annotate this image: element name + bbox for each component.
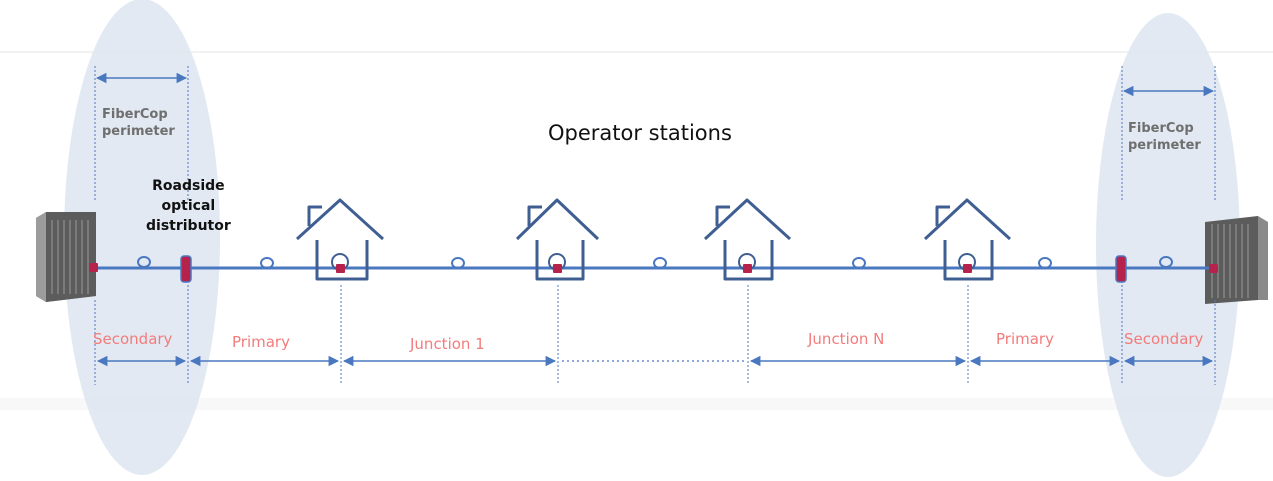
server-rack-icon [36, 212, 96, 302]
perimeter-label-right-line1: FiberCop [1128, 121, 1194, 136]
distributor-label-line1: Roadside [152, 178, 225, 194]
cable-coil-icon [653, 257, 667, 269]
perimeter-label-left-line2: perimeter [102, 124, 175, 139]
cable-coil-icon [1038, 257, 1052, 269]
segment-label-primary-right: Primary [996, 330, 1054, 348]
segment-label-primary-left: Primary [232, 333, 290, 351]
perimeter-dimension-left [94, 66, 189, 200]
node-icon [743, 264, 752, 273]
cable-coil-icon [852, 257, 866, 269]
distributor-label-line3: distributor [146, 218, 231, 234]
node-icon [89, 263, 98, 272]
server-rack-icon [1205, 216, 1268, 304]
cable-coil-icon [260, 257, 274, 269]
distributor-label-line2: optical [161, 198, 216, 214]
segment-label-secondary-left: Secondary [93, 330, 173, 348]
node-icon [963, 264, 972, 273]
segment-label-junction-n: Junction N [808, 330, 885, 348]
segment-label-junction-1: Junction 1 [410, 335, 485, 353]
node-icon [336, 264, 345, 273]
perimeter-label-left-line1: FiberCop [102, 107, 168, 122]
house-icon [295, 198, 385, 281]
segment-ticks [94, 285, 1216, 385]
perimeter-label-right-line2: perimeter [1128, 138, 1201, 153]
cable-coil-icon [1159, 256, 1173, 268]
perimeter-label-left: FiberCop perimeter [102, 106, 175, 140]
perimeter-label-right: FiberCop perimeter [1128, 120, 1201, 154]
splice-box-icon [1115, 255, 1127, 283]
bottom-band [0, 398, 1273, 410]
node-icon [553, 264, 562, 273]
node-icon [1209, 264, 1218, 273]
house-icon [515, 198, 600, 281]
splice-box-icon [180, 255, 192, 283]
distributor-label: Roadside optical distributor [146, 176, 231, 236]
house-icon [703, 198, 792, 281]
segment-label-secondary-right: Secondary [1124, 330, 1204, 348]
perimeter-dimension-right [1121, 66, 1216, 200]
cable-coil-icon [137, 256, 151, 268]
cable-coil-icon [451, 257, 465, 269]
house-icon [923, 198, 1012, 281]
diagram-title: Operator stations [548, 121, 732, 145]
